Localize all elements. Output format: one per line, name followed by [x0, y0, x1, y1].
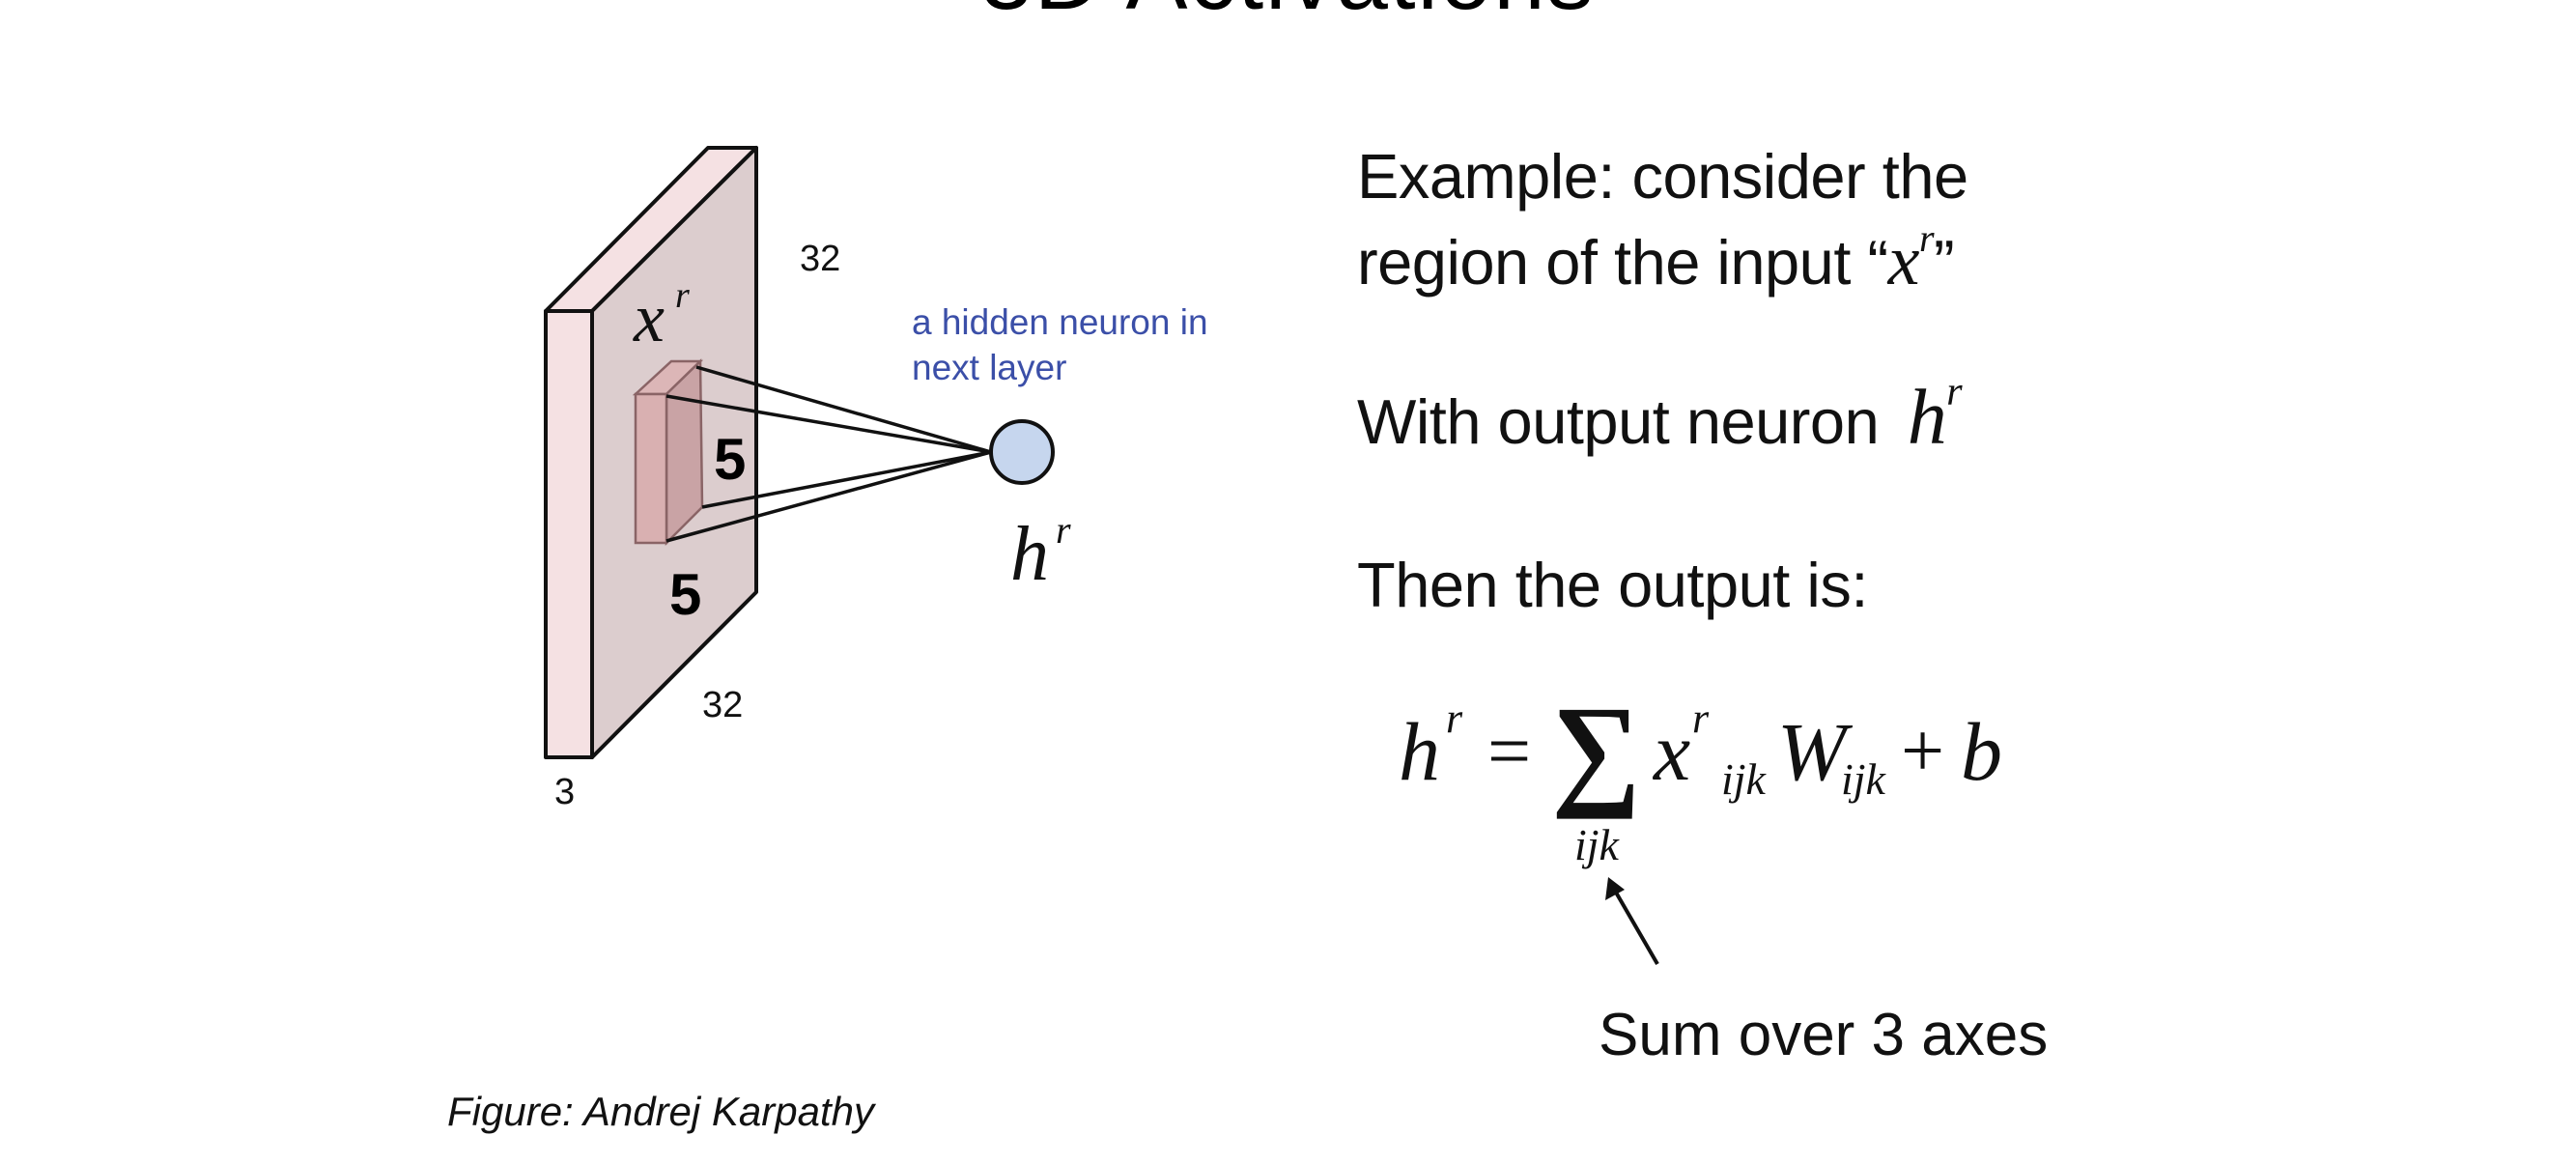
sum-arrow	[1605, 877, 1659, 966]
sum-over-axes-label: Sum over 3 axes	[1599, 1002, 2049, 1068]
arrow-head-icon	[1605, 877, 1625, 900]
formula-sum-symbol: ∑	[1551, 681, 1641, 820]
formula-lhs-sup: r	[1446, 695, 1463, 742]
output-neuron-sup: r	[1946, 370, 1963, 414]
explanation-line-2: region of the input “xr”	[1357, 216, 1955, 300]
explanation-line-4: Then the output is:	[1357, 550, 1868, 620]
receptive-field	[632, 358, 704, 547]
formula-x: x	[1654, 705, 1691, 798]
explanation-line-3: With output neuron hr	[1357, 370, 1963, 457]
arrow-shaft	[1613, 889, 1659, 966]
formula-x-sup: r	[1692, 695, 1710, 742]
connections	[665, 365, 992, 543]
formula-w-sub: ijk	[1841, 754, 1885, 804]
connection-line	[665, 394, 992, 454]
receptive-field-front	[634, 392, 668, 545]
neuron-label: h	[1010, 512, 1049, 597]
region-label: x	[633, 279, 665, 356]
explanation-line-3-text: With output neuron	[1357, 386, 1880, 457]
connection-line	[665, 450, 992, 543]
slide-title: 3D Activations	[0, 0, 2576, 31]
formula-sum-subscript: ijk	[1574, 820, 1619, 869]
formula-lhs: h	[1399, 705, 1440, 798]
input-region-sup: r	[1918, 216, 1935, 260]
formula-plus: +	[1901, 709, 1945, 794]
neuron-label-sup: r	[1056, 508, 1071, 552]
height-label: 32	[800, 239, 840, 279]
width-label: 32	[702, 685, 743, 725]
formula-equals: =	[1487, 709, 1532, 794]
explanation-line-2-close-quote: ”	[1934, 227, 1955, 298]
explanation-line-1: Example: consider the	[1357, 141, 1968, 212]
input-volume-front-face	[544, 309, 594, 759]
receptive-width-label: 5	[669, 562, 701, 627]
depth-label: 3	[554, 772, 575, 812]
formula-w: W	[1777, 705, 1847, 798]
input-region-var: x	[1887, 221, 1920, 300]
formula-bias: b	[1961, 705, 2002, 798]
formula-x-sub: ijk	[1721, 754, 1766, 804]
figure-credit: Figure: Andrej Karpathy	[447, 1089, 875, 1134]
hidden-neuron	[989, 419, 1055, 485]
region-label-sup: r	[675, 275, 690, 316]
region-label-var: x	[633, 279, 665, 356]
output-neuron-var: h	[1907, 373, 1947, 461]
explanation-line-2-text: region of the input “	[1357, 227, 1888, 298]
receptive-height-label: 5	[714, 427, 746, 492]
connection-line	[695, 365, 992, 454]
neuron-annotation-line1: a hidden neuron in	[912, 302, 1208, 342]
neuron-annotation-line2: next layer	[912, 348, 1066, 387]
connection-line	[701, 450, 992, 509]
